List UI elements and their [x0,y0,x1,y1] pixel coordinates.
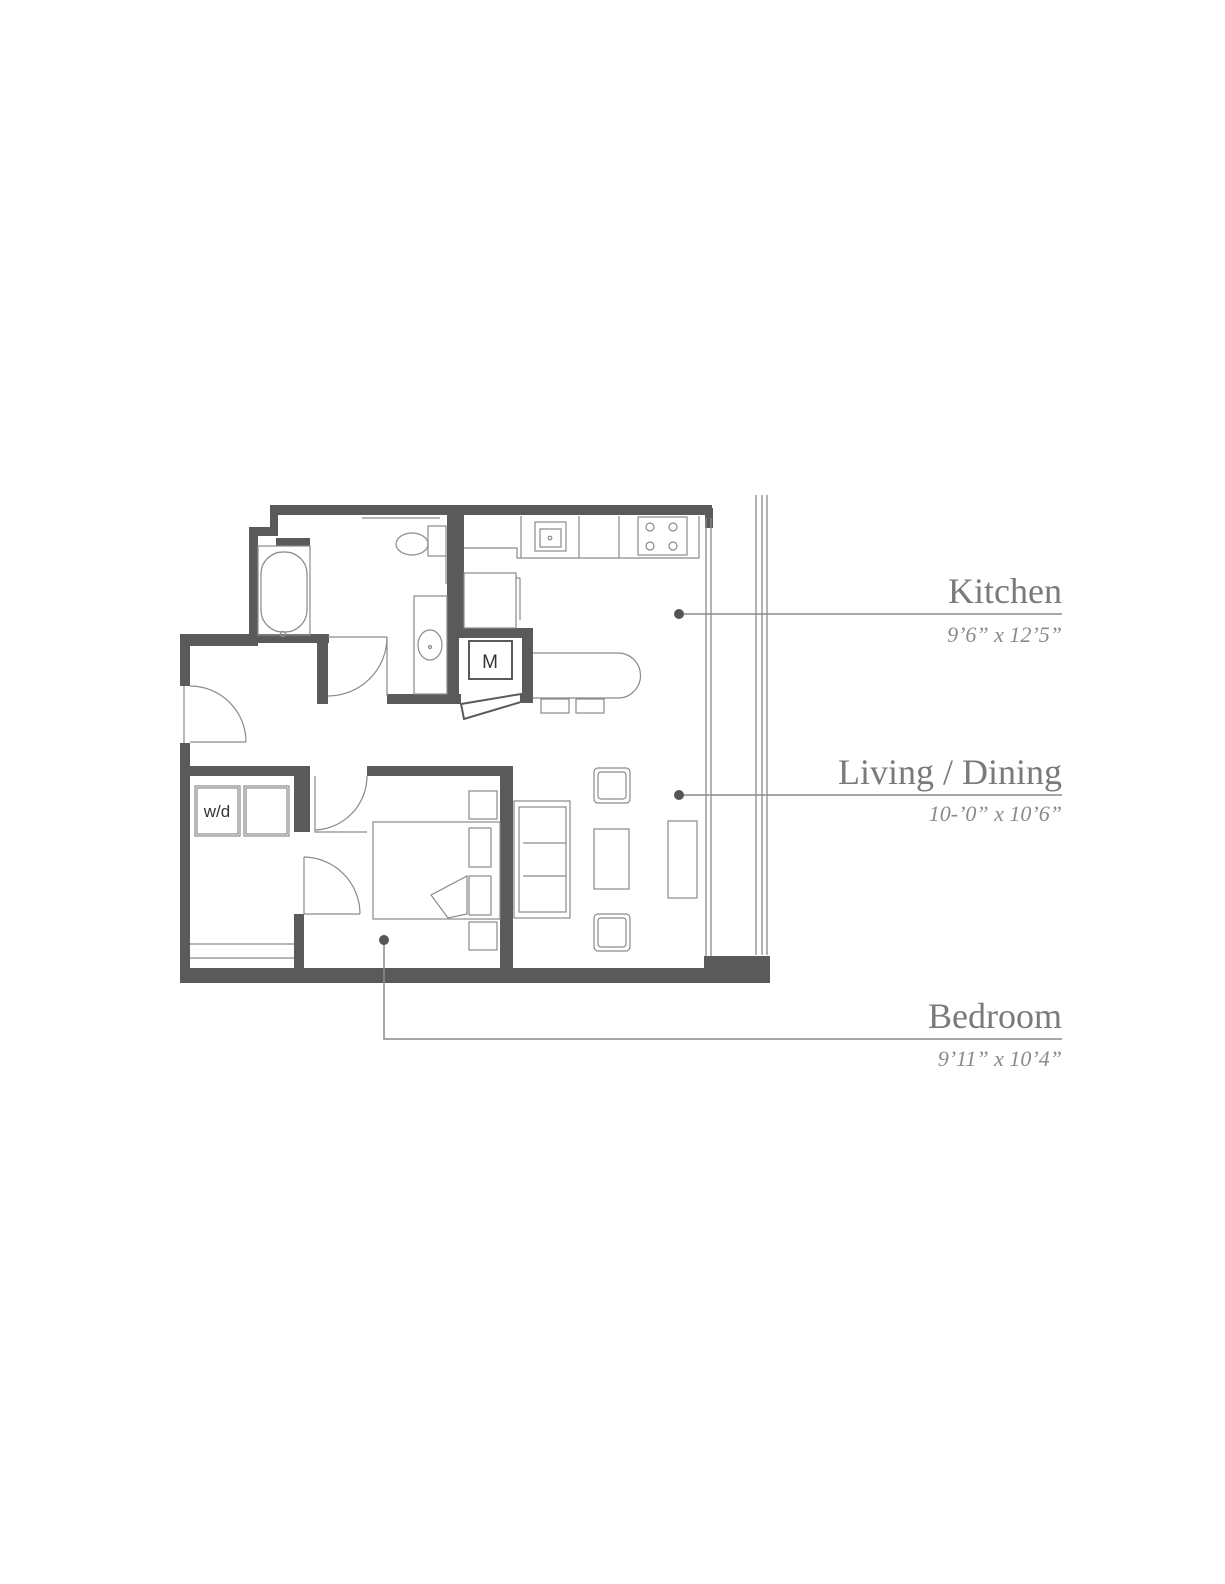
bathroom-sink [413,595,448,695]
kitchen-sink [534,521,567,552]
living-dot [674,790,684,800]
room-dimensions-living-dining: 10-’0” x 10’6” [928,801,1062,826]
washer-dryer-label: w/d [203,802,230,821]
window-glazing [705,495,768,956]
dryer [243,785,290,837]
room-name-kitchen: Kitchen [948,571,1062,611]
kitchen-counter [464,516,700,559]
bedroom-dot [379,935,389,945]
callout-dots [379,609,684,945]
bed [372,821,501,920]
mechanical-closet [468,640,513,680]
room-name-living-dining: Living / Dining [838,752,1062,792]
cooktop [637,516,688,556]
walls [180,505,770,983]
refrigerator [463,572,517,629]
sofa [513,800,571,919]
nightstand [468,921,498,951]
fixtures-and-furniture [183,516,700,959]
washer [194,785,241,837]
coffee-table [593,828,630,890]
room-dimensions-bedroom: 9’11” x 10’4” [937,1046,1062,1071]
bedroom-leader [383,940,1062,1040]
toilet [427,525,447,557]
nightstand [468,790,498,820]
fixture-tags: M w/d [203,652,498,821]
bathtub [257,545,311,636]
armchair [593,767,631,804]
tv-console [667,820,698,899]
kitchen-island [533,652,642,699]
armchair [593,913,631,952]
mechanical-label: M [482,652,498,673]
callout-leaders [383,613,1062,1040]
room-dimensions-kitchen: 9’6” x 12’5” [947,622,1062,647]
room-name-bedroom: Bedroom [928,996,1062,1036]
kitchen-dot [674,609,684,619]
